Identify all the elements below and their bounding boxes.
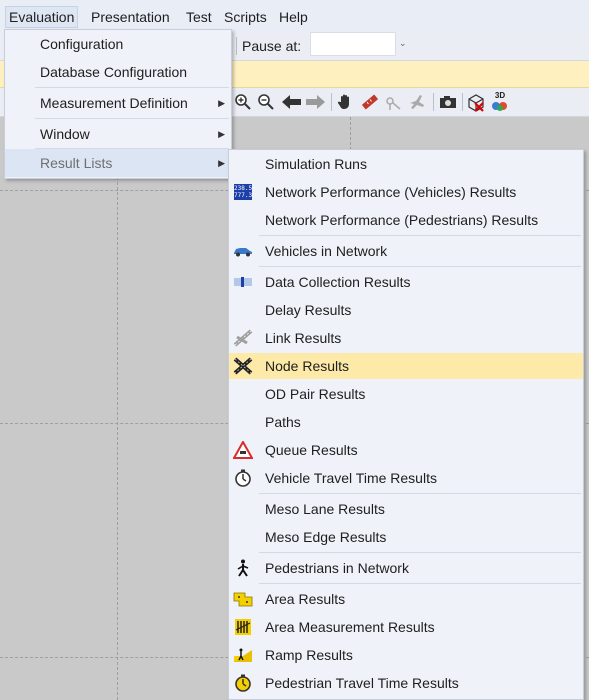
menu-item-configuration[interactable]: Configuration (40, 36, 124, 52)
menu-item-meso-lane-results[interactable]: Meso Lane Results (265, 501, 385, 517)
arrow-left-icon[interactable] (282, 92, 302, 112)
menu-item-queue-results[interactable]: Queue Results (229, 437, 583, 463)
car-icon (233, 242, 253, 260)
chevron-down-icon[interactable]: ⌄ (399, 38, 407, 48)
toolbar-separator (331, 93, 332, 111)
menu-evaluation[interactable]: Evaluation (5, 6, 79, 28)
menu-item-link-results[interactable]: Link Results (229, 325, 583, 351)
chevron-right-icon: ▶ (218, 129, 225, 139)
arrow-right-icon[interactable] (305, 92, 325, 112)
menu-item-paths[interactable]: Paths (265, 414, 301, 430)
3d-view-icon[interactable]: 3D (490, 92, 510, 112)
network-tool-icon[interactable] (383, 92, 403, 112)
menu-item-measurement-definition[interactable]: Measurement Definition ▶ (5, 90, 231, 116)
chevron-right-icon: ▶ (218, 98, 225, 108)
menu-scripts[interactable]: Scripts (224, 9, 267, 25)
menu-item-area-results[interactable]: Area Results (229, 586, 583, 612)
menu-presentation[interactable]: Presentation (91, 9, 170, 25)
stopwatch-icon (233, 469, 253, 487)
node-icon (233, 357, 253, 375)
3d-label: 3D (494, 91, 506, 100)
area-icon (233, 590, 253, 608)
menu-item-window[interactable]: Window ▶ (5, 121, 231, 147)
menu-separator (35, 148, 229, 149)
ramp-icon (233, 646, 253, 664)
link-icon (233, 329, 253, 347)
network-performance-vehicles-icon: 238.5 777.3 (233, 183, 253, 201)
menu-separator (259, 552, 581, 553)
menu-item-ramp-results[interactable]: Ramp Results (229, 642, 583, 668)
pause-at-label: Pause at: (242, 38, 302, 54)
menu-item-delay-results[interactable]: Delay Results (265, 302, 352, 318)
icon-value-bottom: 777.3 (234, 192, 253, 199)
airplane-icon[interactable] (407, 92, 427, 112)
zoom-in-icon[interactable] (233, 92, 253, 112)
menu-item-pedestrians-in-network[interactable]: Pedestrians in Network (229, 555, 583, 581)
menu-item-meso-edge-results[interactable]: Meso Edge Results (265, 529, 387, 545)
menu-item-database-configuration[interactable]: Database Configuration (40, 64, 188, 80)
zoom-out-icon[interactable] (256, 92, 276, 112)
pause-at-input[interactable] (310, 32, 396, 56)
pan-hand-icon[interactable] (336, 92, 356, 112)
menu-bar: Evaluation Presentation Test Scripts Hel… (0, 0, 589, 32)
menu-test[interactable]: Test (186, 9, 212, 25)
toolbar-separator (236, 37, 237, 55)
pedestrian-stopwatch-icon (233, 674, 253, 692)
measure-ruler-icon[interactable] (360, 92, 380, 112)
menu-separator (259, 235, 581, 236)
menu-separator (35, 118, 229, 119)
menu-item-vehicles-in-network[interactable]: Vehicles in Network (229, 238, 583, 264)
menu-item-result-lists[interactable]: Result Lists ▶ (5, 149, 231, 177)
menu-item-node-results[interactable]: Node Results (229, 353, 583, 379)
menu-item-network-performance-pedestrians[interactable]: Network Performance (Pedestrians) Result… (265, 212, 539, 228)
menu-separator (35, 87, 229, 88)
chevron-right-icon: ▶ (218, 158, 225, 168)
toolbar-separator (433, 93, 434, 111)
area-measurement-icon (233, 618, 253, 636)
menu-separator (259, 266, 581, 267)
toolbar-separator (462, 93, 463, 111)
camera-icon[interactable] (438, 92, 458, 112)
pedestrian-icon (233, 559, 253, 577)
menu-item-vehicle-travel-time-results[interactable]: Vehicle Travel Time Results (229, 465, 583, 491)
menu-item-pedestrian-travel-time-results[interactable]: Pedestrian Travel Time Results (229, 670, 583, 696)
cube-delete-icon[interactable] (466, 92, 486, 112)
grid-line (117, 117, 118, 700)
queue-warning-icon (233, 441, 253, 459)
icon-value-top: 238.5 (234, 185, 253, 192)
menu-item-od-pair-results[interactable]: OD Pair Results (265, 386, 366, 402)
menu-help[interactable]: Help (279, 9, 308, 25)
menu-item-simulation-runs[interactable]: Simulation Runs (265, 156, 367, 172)
menu-item-data-collection-results[interactable]: Data Collection Results (229, 269, 583, 295)
result-lists-menu: Simulation Runs 238.5 777.3 Network Perf… (228, 149, 584, 700)
menu-separator (259, 583, 581, 584)
data-collection-icon (233, 273, 253, 291)
evaluation-menu: Configuration Database Configuration Mea… (4, 29, 232, 179)
menu-item-network-performance-vehicles[interactable]: 238.5 777.3 Network Performance (Vehicle… (233, 183, 517, 201)
menu-separator (259, 493, 581, 494)
menu-item-area-measurement-results[interactable]: Area Measurement Results (229, 614, 583, 640)
